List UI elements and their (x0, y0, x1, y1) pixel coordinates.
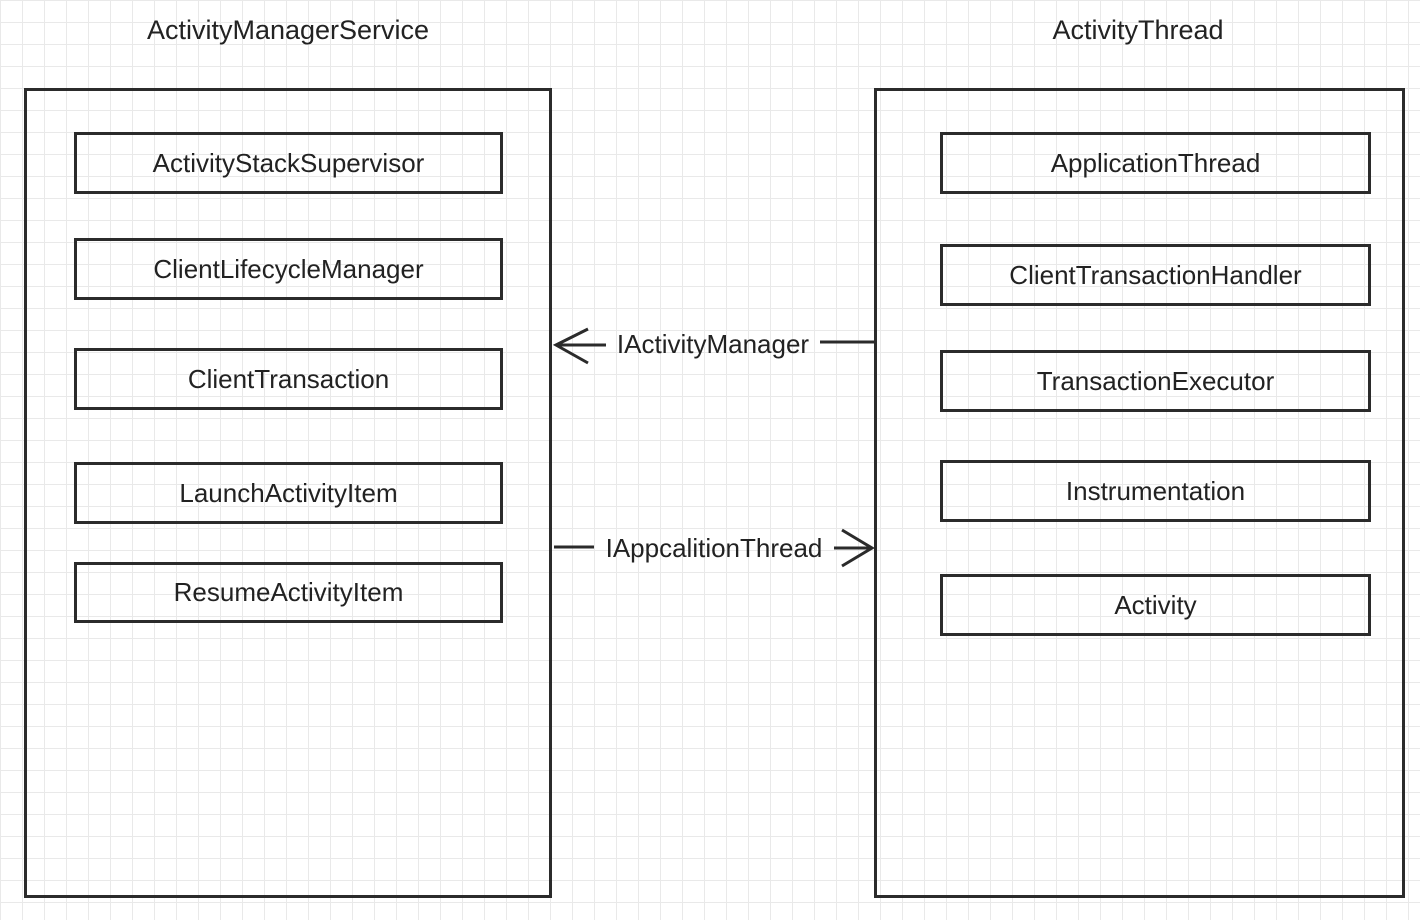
left-group-title: ActivityManagerService (146, 15, 430, 45)
class-box-transaction-executor: TransactionExecutor (940, 350, 1371, 412)
arrowhead-left-icon (552, 327, 589, 365)
arrowhead-right-icon (841, 528, 875, 568)
activity-thread-container (874, 88, 1405, 898)
right-group-title: ActivityThread (1052, 15, 1224, 45)
edge-label-iappcalitionthread: IAppcalitionThread (605, 533, 823, 563)
class-box-client-lifecycle-manager: ClientLifecycleManager (74, 238, 503, 300)
class-box-application-thread: ApplicationThread (940, 132, 1371, 194)
class-box-instrumentation: Instrumentation (940, 460, 1371, 522)
edge-label-iactivitymanager: IActivityManager (616, 329, 810, 359)
activity-manager-service-container (24, 88, 552, 898)
class-box-client-transaction: ClientTransaction (74, 348, 503, 410)
class-box-resume-activity-item: ResumeActivityItem (74, 562, 503, 623)
class-box-activity-stack-supervisor: ActivityStackSupervisor (74, 132, 503, 194)
class-box-activity: Activity (940, 574, 1371, 636)
class-box-client-transaction-handler: ClientTransactionHandler (940, 244, 1371, 306)
class-box-launch-activity-item: LaunchActivityItem (74, 462, 503, 524)
